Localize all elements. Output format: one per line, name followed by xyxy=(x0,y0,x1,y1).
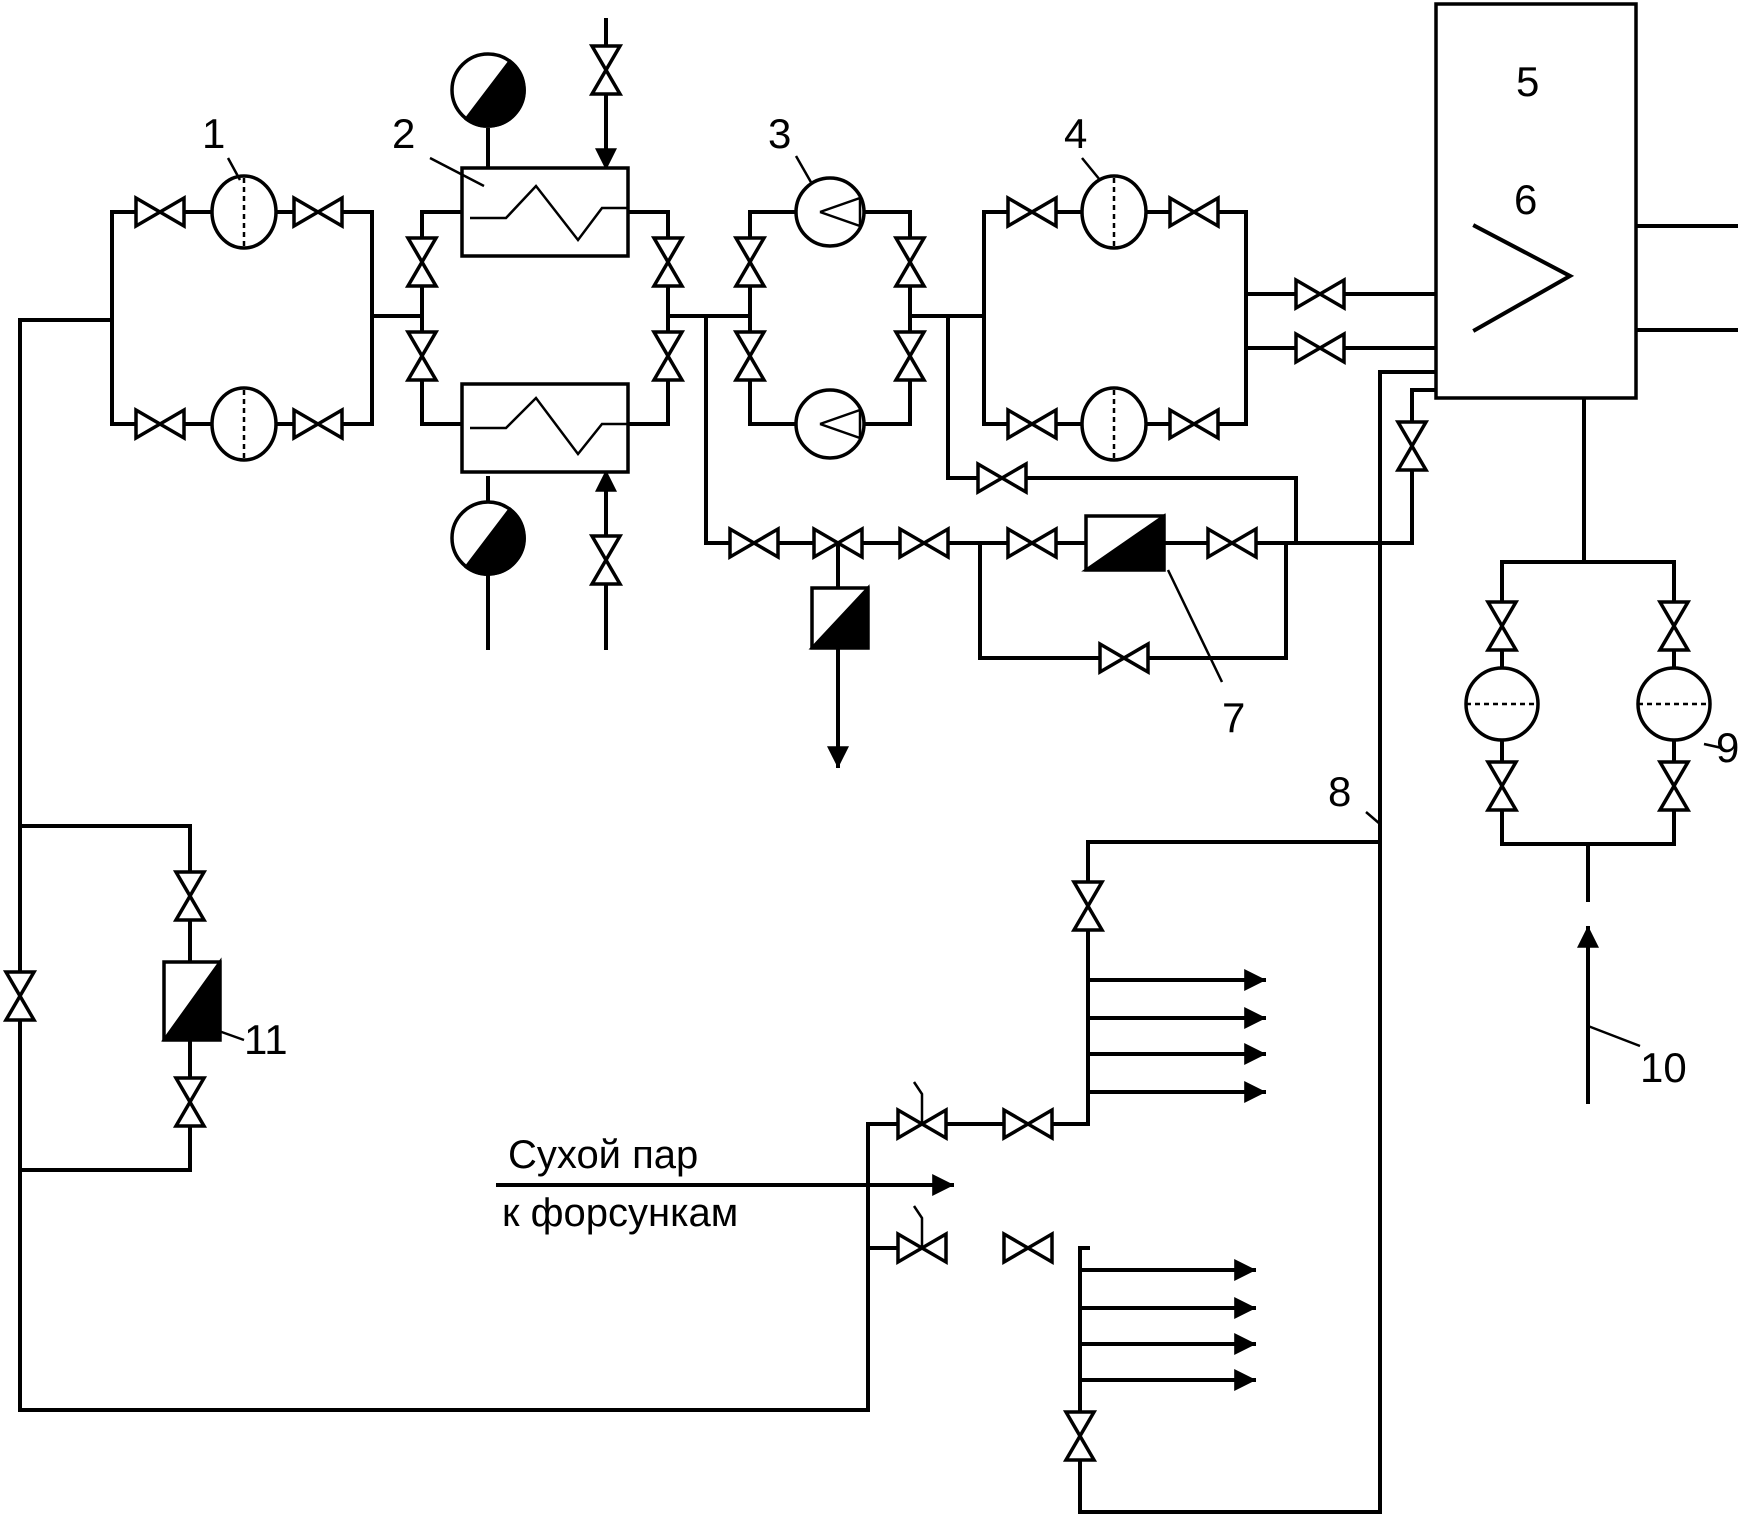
valve-icon xyxy=(1002,1232,1054,1264)
burner-arrows-lower xyxy=(1078,1259,1257,1391)
label-7: 7 xyxy=(1222,694,1245,741)
label-1: 1 xyxy=(202,110,225,157)
valve-icon xyxy=(590,44,622,96)
valve-icon xyxy=(1658,600,1690,652)
label-4: 4 xyxy=(1064,110,1087,157)
valve-icon xyxy=(174,1076,206,1128)
valve-icon xyxy=(292,408,344,440)
valve-icon xyxy=(728,527,780,559)
valve-icon xyxy=(406,236,438,288)
valve-icon xyxy=(1006,527,1058,559)
drain-filter xyxy=(808,584,870,650)
valve-icon xyxy=(1486,760,1518,812)
tank-5 xyxy=(1434,2,1638,400)
pump-9-left xyxy=(1464,666,1540,742)
valve-icon xyxy=(1168,196,1220,228)
heater-6 xyxy=(1472,223,1575,333)
filter-11 xyxy=(161,957,222,1042)
steam-caption: Сухой пар к форсункам xyxy=(502,1133,738,1235)
pump-3-lower xyxy=(794,388,866,460)
valve-icon xyxy=(1294,332,1346,364)
label-3: 3 xyxy=(768,110,791,157)
label-11: 11 xyxy=(244,1016,288,1063)
label-2: 2 xyxy=(392,110,415,157)
filter-1-lower xyxy=(210,386,278,462)
valve-icon xyxy=(1064,1410,1096,1462)
flow-indicator-upper-icon xyxy=(450,52,526,128)
valve-icon xyxy=(174,870,206,922)
flow-indicator-lower-icon xyxy=(450,500,526,576)
valve-icon xyxy=(976,462,1028,494)
valve-icon xyxy=(652,236,684,288)
valve-icon xyxy=(734,236,766,288)
valve-icon xyxy=(1006,196,1058,228)
filter-7 xyxy=(1081,513,1166,572)
heat-exchanger-2-upper xyxy=(460,166,630,258)
valve-icon xyxy=(1294,278,1346,310)
label-8: 8 xyxy=(1328,768,1351,815)
label-9: 9 xyxy=(1716,724,1739,771)
burner-arrows-upper xyxy=(1086,969,1267,1103)
valve-icon xyxy=(1098,642,1150,674)
heat-exchanger-2-lower xyxy=(460,382,630,474)
pump-9-right xyxy=(1636,666,1712,742)
label-10: 10 xyxy=(1640,1044,1687,1091)
leader-lines xyxy=(215,155,1723,1048)
valve-icon xyxy=(1072,880,1104,932)
valve-icon xyxy=(292,196,344,228)
number-labels: 1 2 3 4 5 6 7 8 9 10 11 xyxy=(202,58,1739,1091)
pump-3-upper xyxy=(794,176,866,248)
valve-icon xyxy=(898,527,950,559)
caption-line-2: к форсункам xyxy=(502,1191,738,1235)
valve-icon xyxy=(894,330,926,382)
valve-icon xyxy=(1486,600,1518,652)
valve-icon xyxy=(1168,408,1220,440)
filter-4-lower xyxy=(1080,386,1148,462)
caption-line-1: Сухой пар xyxy=(508,1133,698,1177)
valve-icon xyxy=(406,330,438,382)
valve-icon xyxy=(894,236,926,288)
label-5: 5 xyxy=(1516,58,1539,105)
valve-icon xyxy=(1002,1108,1054,1140)
valve-icon xyxy=(590,534,622,586)
valve-icon xyxy=(1206,527,1258,559)
valve-icon xyxy=(652,330,684,382)
valve-icon xyxy=(134,196,186,228)
valve-icon xyxy=(1006,408,1058,440)
valve-icon xyxy=(734,330,766,382)
label-6: 6 xyxy=(1514,176,1537,223)
valve-icon xyxy=(1396,420,1428,472)
filter-1-upper xyxy=(210,174,278,250)
valve-icon xyxy=(4,970,36,1022)
valve-icon xyxy=(1658,760,1690,812)
filter-4-upper xyxy=(1080,174,1148,250)
valve-icon xyxy=(134,408,186,440)
